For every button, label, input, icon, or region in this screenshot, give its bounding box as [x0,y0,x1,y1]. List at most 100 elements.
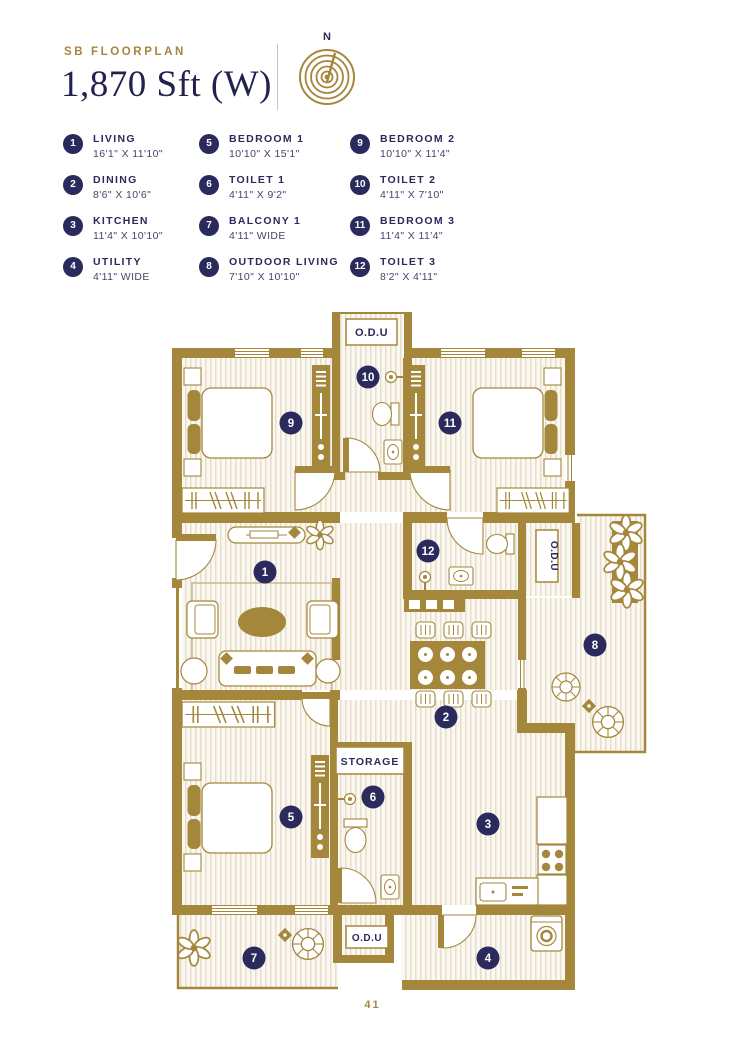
legend-item-toilet-1: 6 TOILET 1 4'11" X 9'2" [199,174,350,203]
legend-room-name: DINING [93,174,138,186]
marker-utility: 4 [476,946,500,970]
marker-bedroom-1: 5 [279,805,303,829]
side-table-icon [180,657,208,685]
legend-room-dims: 10'10" X 15'1" [229,148,300,160]
legend-number-badge: 8 [199,257,219,277]
dining-chair-icon [471,621,492,639]
legend-room-dims: 11'4" X 11'4" [380,230,443,242]
page-title: 1,870 Sft (W) [61,64,272,105]
room-balcony [175,927,325,967]
page-number: 41 [364,999,381,1011]
legend-number-badge: 9 [350,134,370,154]
toilet-1-door [340,867,377,904]
svg-text:10: 10 [362,372,375,384]
legend-room-name: TOILET 1 [229,174,286,186]
doors [175,437,484,949]
room-toilet-2 [371,370,407,465]
legend-item-bedroom-3: 11 BEDROOM 3 11'4" X 11'4" [350,215,510,244]
counter-icon [536,874,568,906]
marker-balcony-1: 7 [242,946,266,970]
marker-living: 1 [253,560,277,584]
utility-door [442,914,477,949]
armchair-icon [306,600,339,639]
room-kitchen [475,796,568,906]
toilet-3-door [446,517,484,555]
odu-bottom-box [345,925,389,949]
legend-room-name: TOILET 2 [380,174,437,186]
odu-right-label: O.D.U [548,541,559,571]
legend-item-outdoor-living: 8 OUTDOOR LIVING 7'10" X 10'10" [199,256,350,285]
toilet-bowl-icon [485,533,509,555]
legend-room-dims: 4'11" WIDE [93,271,150,283]
toilet-tank-icon [390,402,400,426]
room-toilet-3 [418,533,515,593]
dining-chair-icon [443,690,464,708]
legend-room-name: BEDROOM 1 [229,133,305,145]
odu-bottom-label: O.D.U [352,933,382,944]
marker-bedroom-2: 9 [279,411,303,435]
legend-item-bedroom-1: 5 BEDROOM 1 10'10" X 15'1" [199,133,350,162]
odu-units: O.D.U O.D.U O.D.U [345,318,559,949]
marker-toilet-3: 12 [416,539,440,563]
legend-number-badge: 1 [63,134,83,154]
svg-text:11: 11 [444,418,457,430]
room-toilet-1: STORAGE [334,746,405,900]
svg-text:9: 9 [288,418,294,430]
legend-room-dims: 11'4" X 10'10" [93,230,163,242]
coffee-table-icon [238,607,286,637]
legend-room-name: TOILET 3 [380,256,437,268]
legend-item-bedroom-2: 9 BEDROOM 2 10'10" X 11'4" [350,133,510,162]
legend-room-dims: 7'10" X 10'10" [229,271,300,283]
svg-text:1: 1 [262,567,269,579]
marker-dining: 2 [434,705,458,729]
legend-number-badge: 12 [350,257,370,277]
legend-item-kitchen: 3 KITCHEN 11'4" X 10'10" [63,215,199,244]
sink-icon [448,566,474,586]
bedroom-2-door [294,469,336,511]
legend-room-dims: 4'11" WIDE [229,230,286,242]
odu-right-box [535,529,559,583]
armchair-icon [186,600,219,639]
legend-item-balcony-1: 7 BALCONY 1 4'11" WIDE [199,215,350,244]
wardrobe-icon [311,755,329,858]
legend-room-dims: 16'1" X 11'10" [93,148,163,160]
odu-top-box [345,318,398,346]
legend-number-badge: 5 [199,134,219,154]
balcony-chair-icon [291,927,325,961]
header-divider [277,44,278,110]
dining-chair-icon [471,690,492,708]
svg-text:2: 2 [443,712,449,724]
sink-icon [383,439,403,465]
legend-room-dims: 4'11" X 9'2" [229,189,287,201]
legend-room-name: OUTDOOR LIVING [229,256,339,268]
legend-item-living: 1 LIVING 16'1" X 11'10" [63,133,199,162]
svg-text:3: 3 [485,819,491,831]
page-eyebrow: SB FLOORPLAN [64,46,186,58]
entry-door [175,539,217,581]
svg-text:7: 7 [251,953,257,965]
legend-column-3: 9 BEDROOM 2 10'10" X 11'4" 10 TOILET 2 4… [350,133,510,297]
closet-hangers-icon [181,701,276,728]
legend-item-dining: 2 DINING 8'6" X 10'6" [63,174,199,203]
legend-number-badge: 4 [63,257,83,277]
storage-label: STORAGE [341,756,400,768]
room-living [180,519,341,687]
legend-number-badge: 11 [350,216,370,236]
outdoor-chair-icon [551,672,581,702]
legend-room-dims: 10'10" X 11'4" [380,148,450,160]
marker-bedroom-3: 11 [438,411,462,435]
legend-item-utility: 4 UTILITY 4'11" WIDE [63,256,199,285]
legend-room-name: BEDROOM 2 [380,133,456,145]
marker-toilet-2: 10 [356,365,380,389]
legend-item-toilet-2: 10 TOILET 2 4'11" X 7'10" [350,174,510,203]
room-utility [530,915,563,952]
legend-room-dims: 8'2" X 4'11" [380,271,438,283]
svg-text:6: 6 [370,792,376,804]
wardrobe-icon [312,365,330,468]
room-outdoor-living [551,514,646,739]
legend-room-dims: 4'11" X 7'10" [380,189,444,201]
bedroom-3-door [409,469,451,511]
closet-hangers-icon [496,487,570,514]
